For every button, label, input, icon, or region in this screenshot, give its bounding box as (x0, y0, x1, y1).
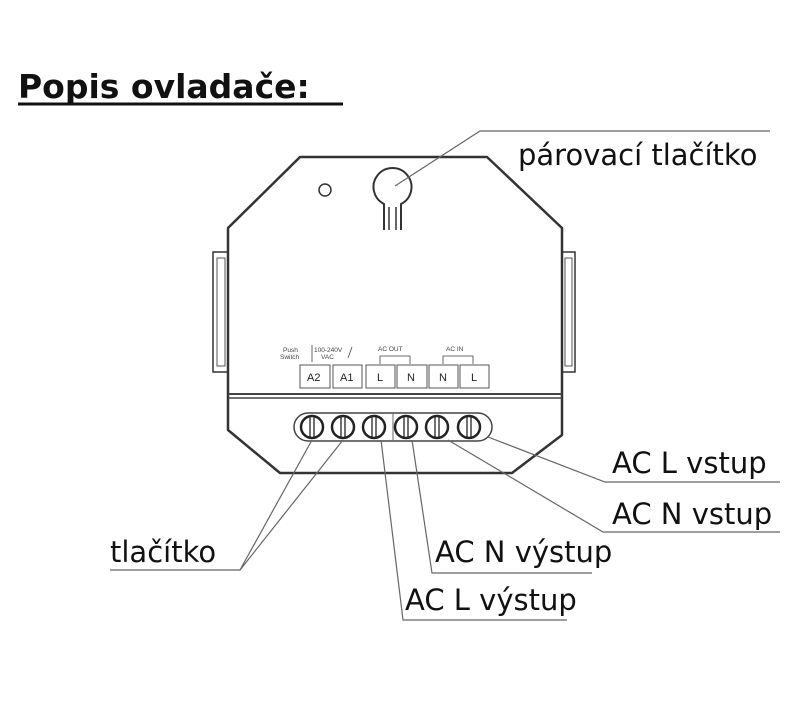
leader-pairing-button (394, 130, 770, 187)
screw-icon (330, 414, 356, 440)
voltage-label: 100-240V (314, 347, 343, 354)
label-ac-l-input: AC L vstup (612, 446, 767, 480)
terminal-label: L (471, 372, 477, 384)
ac-in-bracket (442, 355, 474, 364)
leader-ac-n-input (447, 439, 780, 533)
leader-button-a1 (110, 439, 344, 571)
ac-in-label: AC IN (446, 346, 464, 353)
leader-ac-l-input (487, 436, 780, 483)
leader-lines (110, 130, 780, 621)
terminal-out-l (365, 364, 396, 389)
ac-out-bracket (379, 355, 411, 364)
terminal-block: A2 A1 L N N L (299, 364, 490, 389)
screw-icon (299, 414, 325, 440)
label-ac-l-output: AC L výstup (405, 583, 577, 617)
terminal-label: A2 (307, 372, 320, 384)
right-mount-tab-inner (564, 257, 573, 367)
label-pairing-button: párovací tlačítko (518, 138, 757, 172)
terminal-label: L (377, 372, 383, 384)
push-switch-label: Push (283, 347, 298, 354)
leader-ac-n-output (411, 439, 592, 574)
right-mount-tab (561, 251, 576, 373)
label-button: tlačítko (110, 535, 216, 569)
screw-icon (424, 414, 450, 440)
leader-ac-l-output (380, 439, 567, 621)
switch-symbol (347, 346, 353, 359)
label-ac-n-output: AC N výstup (435, 535, 612, 569)
ac-out-label: AC OUT (378, 346, 403, 353)
led-indicator-icon (318, 183, 332, 197)
terminal-a2 (299, 364, 331, 389)
voltage-label: VAC (321, 354, 334, 361)
screw-terminals (299, 414, 482, 440)
terminal-out-n (396, 364, 428, 389)
terminal-label: N (407, 372, 415, 384)
terminal-a1 (332, 364, 363, 389)
screw-icon (393, 414, 419, 440)
left-mount-tab-inner (216, 257, 226, 367)
label-ac-n-input: AC N vstup (612, 497, 772, 531)
pairing-button-icon (372, 167, 413, 230)
screw-icon (361, 414, 387, 440)
terminal-label: A1 (340, 372, 353, 384)
terminal-label: N (439, 372, 447, 384)
left-mount-tab (212, 251, 229, 373)
leader-button-a2 (239, 439, 313, 571)
push-switch-label: Switch (280, 354, 300, 361)
page-title: Popis ovladače: (18, 67, 310, 106)
terminal-in-l (459, 364, 490, 389)
screw-icon (456, 414, 482, 440)
terminal-in-n (428, 364, 459, 389)
